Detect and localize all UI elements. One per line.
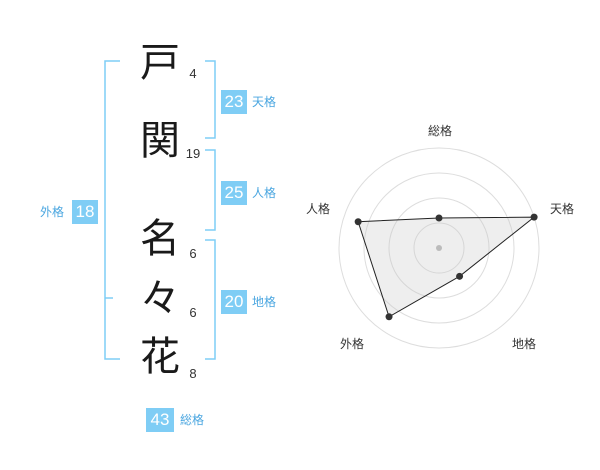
name-char-5: 花 <box>140 334 180 380</box>
radar-label-chikaku: 地格 <box>511 337 536 351</box>
chikaku-value: 20 <box>221 290 247 314</box>
radar-ring <box>413 222 465 274</box>
stroke-count-3: 6 <box>189 246 197 261</box>
radar-polygon <box>357 216 536 318</box>
gaikaku-label: 外格 <box>40 205 65 219</box>
stroke-count-2: 19 <box>185 146 201 161</box>
radar-ring <box>363 172 515 324</box>
radar-center <box>436 245 442 251</box>
soukaku-value: 43 <box>146 408 174 432</box>
tenkaku-value: 23 <box>221 90 247 114</box>
chikaku-label: 地格 <box>252 295 277 309</box>
soukaku-label: 総格 <box>180 413 205 427</box>
name-char-4: 々 <box>140 276 180 322</box>
name-char-1: 戸 <box>140 40 180 86</box>
jinkaku-value: 25 <box>221 181 247 205</box>
tenkaku-label: 天格 <box>252 95 277 109</box>
radar-point <box>385 313 393 321</box>
radar-point <box>530 213 538 221</box>
radar-label-tenkaku: 天格 <box>549 202 574 216</box>
radar-ring <box>338 147 540 349</box>
name-char-3: 名 <box>140 216 180 262</box>
radar-label-gaikaku: 外格 <box>339 337 364 351</box>
radar-ring <box>388 197 490 299</box>
jinkaku-label: 人格 <box>252 186 277 200</box>
radar-label-soukaku: 総格 <box>427 124 452 138</box>
name-char-2: 関 <box>140 118 180 164</box>
stroke-count-5: 8 <box>189 366 197 381</box>
stroke-count-4: 6 <box>189 305 197 320</box>
stroke-count-1: 4 <box>189 66 197 81</box>
gaikaku-value: 18 <box>72 200 98 224</box>
radar-point <box>435 214 443 222</box>
radar-point <box>456 272 464 280</box>
radar-label-jinkaku: 人格 <box>305 202 330 216</box>
radar-point <box>354 218 362 226</box>
